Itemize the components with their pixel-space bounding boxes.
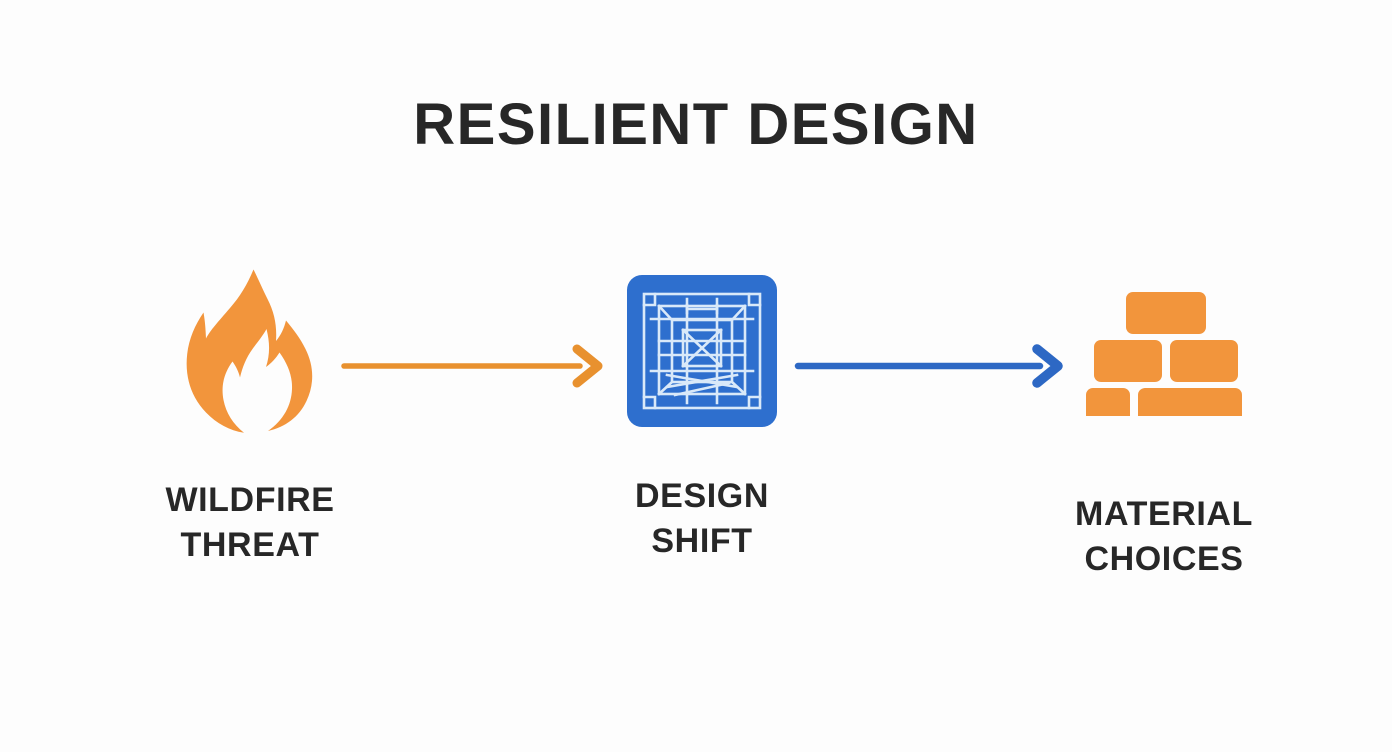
arrow-design-to-material xyxy=(794,340,1066,392)
stage-design-shift: DESIGN SHIFT xyxy=(552,262,852,564)
stage-material-choices: MATERIAL CHOICES xyxy=(1014,262,1314,582)
stage-icon-wrapper xyxy=(552,262,852,440)
flame-icon xyxy=(186,268,314,434)
stage-label-material-choices: MATERIAL CHOICES xyxy=(1075,495,1253,579)
arrow-right-icon xyxy=(794,344,1063,388)
stage-icon-wrapper xyxy=(1014,262,1314,440)
arrow-right-icon xyxy=(341,344,603,388)
stage-label-design-shift: DESIGN SHIFT xyxy=(635,477,769,561)
blueprint-icon xyxy=(627,275,777,427)
stage-icon-wrapper xyxy=(100,262,400,440)
page-title: RESILIENT DESIGN xyxy=(413,92,979,157)
arrow-wildfire-to-design xyxy=(340,340,606,392)
stage-label-wildfire-threat: WILDFIRE THREAT xyxy=(165,481,335,565)
stage-wildfire-threat: WILDFIRE THREAT xyxy=(100,262,400,568)
brick-wall-icon xyxy=(1086,286,1242,416)
